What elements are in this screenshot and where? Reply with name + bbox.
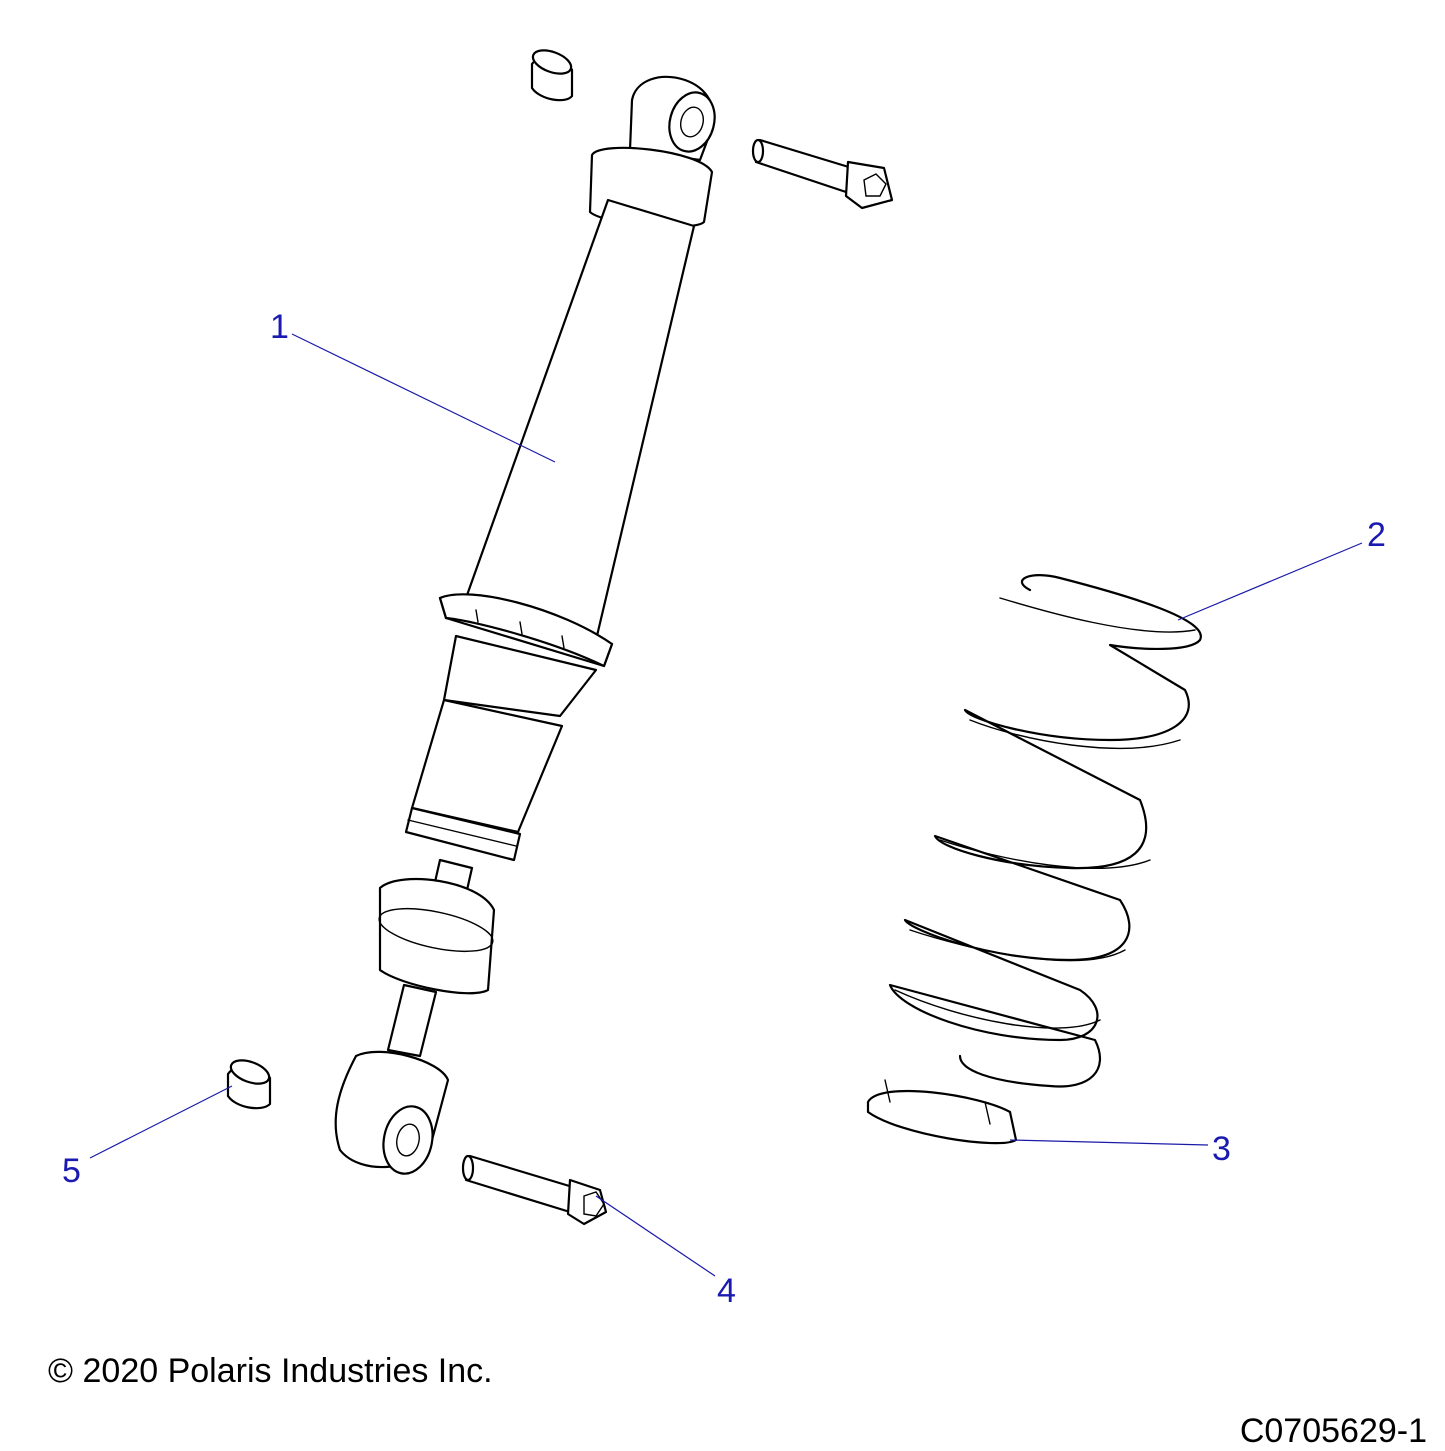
- coil-spring[interactable]: [888, 574, 1202, 1088]
- mounting-bolt[interactable]: [461, 1154, 608, 1226]
- shock-absorber[interactable]: [334, 75, 721, 1178]
- upper-bushing[interactable]: [530, 46, 574, 102]
- leader-line-2: [1177, 542, 1363, 621]
- leader-line-3: [1009, 1139, 1209, 1146]
- callout-2[interactable]: 2: [1367, 516, 1386, 554]
- copyright-notice: © 2020 Polaris Industries Inc.: [48, 1352, 493, 1390]
- callout-1[interactable]: 1: [270, 308, 289, 346]
- leader-line-4: [595, 1195, 716, 1277]
- callout-5[interactable]: 5: [62, 1152, 81, 1190]
- callout-4[interactable]: 4: [717, 1272, 736, 1310]
- bushing[interactable]: [226, 1056, 272, 1110]
- leader-line-1: [291, 333, 556, 463]
- leader-line-5: [89, 1085, 233, 1159]
- figure-id: C0705629-1: [1239, 1412, 1427, 1450]
- spring-retainer[interactable]: [866, 1079, 1018, 1145]
- callout-3[interactable]: 3: [1212, 1130, 1231, 1168]
- upper-bolt[interactable]: [751, 138, 894, 210]
